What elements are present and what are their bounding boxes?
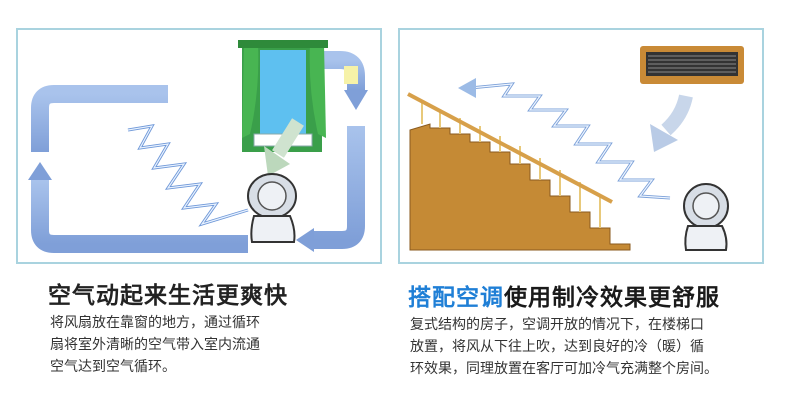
left-illustration-panel (16, 28, 382, 264)
right-description-line: 放置，将风从下往上吹，达到良好的冷（暖）循 (410, 339, 704, 355)
cool-air-arrow (650, 94, 693, 152)
window-icon (238, 40, 358, 152)
handrail (407, 92, 613, 228)
air-circulation-illustration (28, 40, 368, 253)
air-conditioner-icon (640, 46, 744, 84)
right-description-line: 复式结构的房子，空调开放的情况下，在楼梯口 (410, 317, 704, 333)
staircase (409, 123, 631, 251)
staircase-ac-illustration (407, 46, 744, 251)
right-illustration-panel (398, 28, 764, 264)
right-heading-highlight: 搭配空调 (408, 285, 504, 311)
right-description-line: 环效果，同理放置在客厅可加冷气充满整个房间。 (410, 361, 718, 377)
airflow-wave (458, 78, 671, 200)
left-description-line: 空气达到空气循环。 (50, 359, 176, 375)
left-heading: 空气动起来生活更爽快 (48, 283, 288, 309)
incoming-air-arrow (264, 118, 304, 176)
left-description: 将风扇放在靠窗的地方，通过循环 扇将室外清晰的空气带入室内流通 空气达到空气循环… (50, 312, 370, 378)
circulation-loop-arrow (28, 51, 368, 253)
right-description: 复式结构的房子，空调开放的情况下，在楼梯口 放置，将风从下往上吹，达到良好的冷（… (410, 314, 770, 380)
right-heading-rest: 使用制冷效果更舒服 (504, 285, 720, 311)
left-description-line: 扇将室外清晰的空气带入室内流通 (50, 337, 260, 353)
circulation-fan-icon (247, 173, 297, 243)
right-heading: 搭配空调使用制冷效果更舒服 (408, 278, 720, 312)
airflow-wave (127, 124, 249, 227)
circulation-fan-icon (683, 183, 729, 251)
left-description-line: 将风扇放在靠窗的地方，通过循环 (50, 315, 260, 331)
